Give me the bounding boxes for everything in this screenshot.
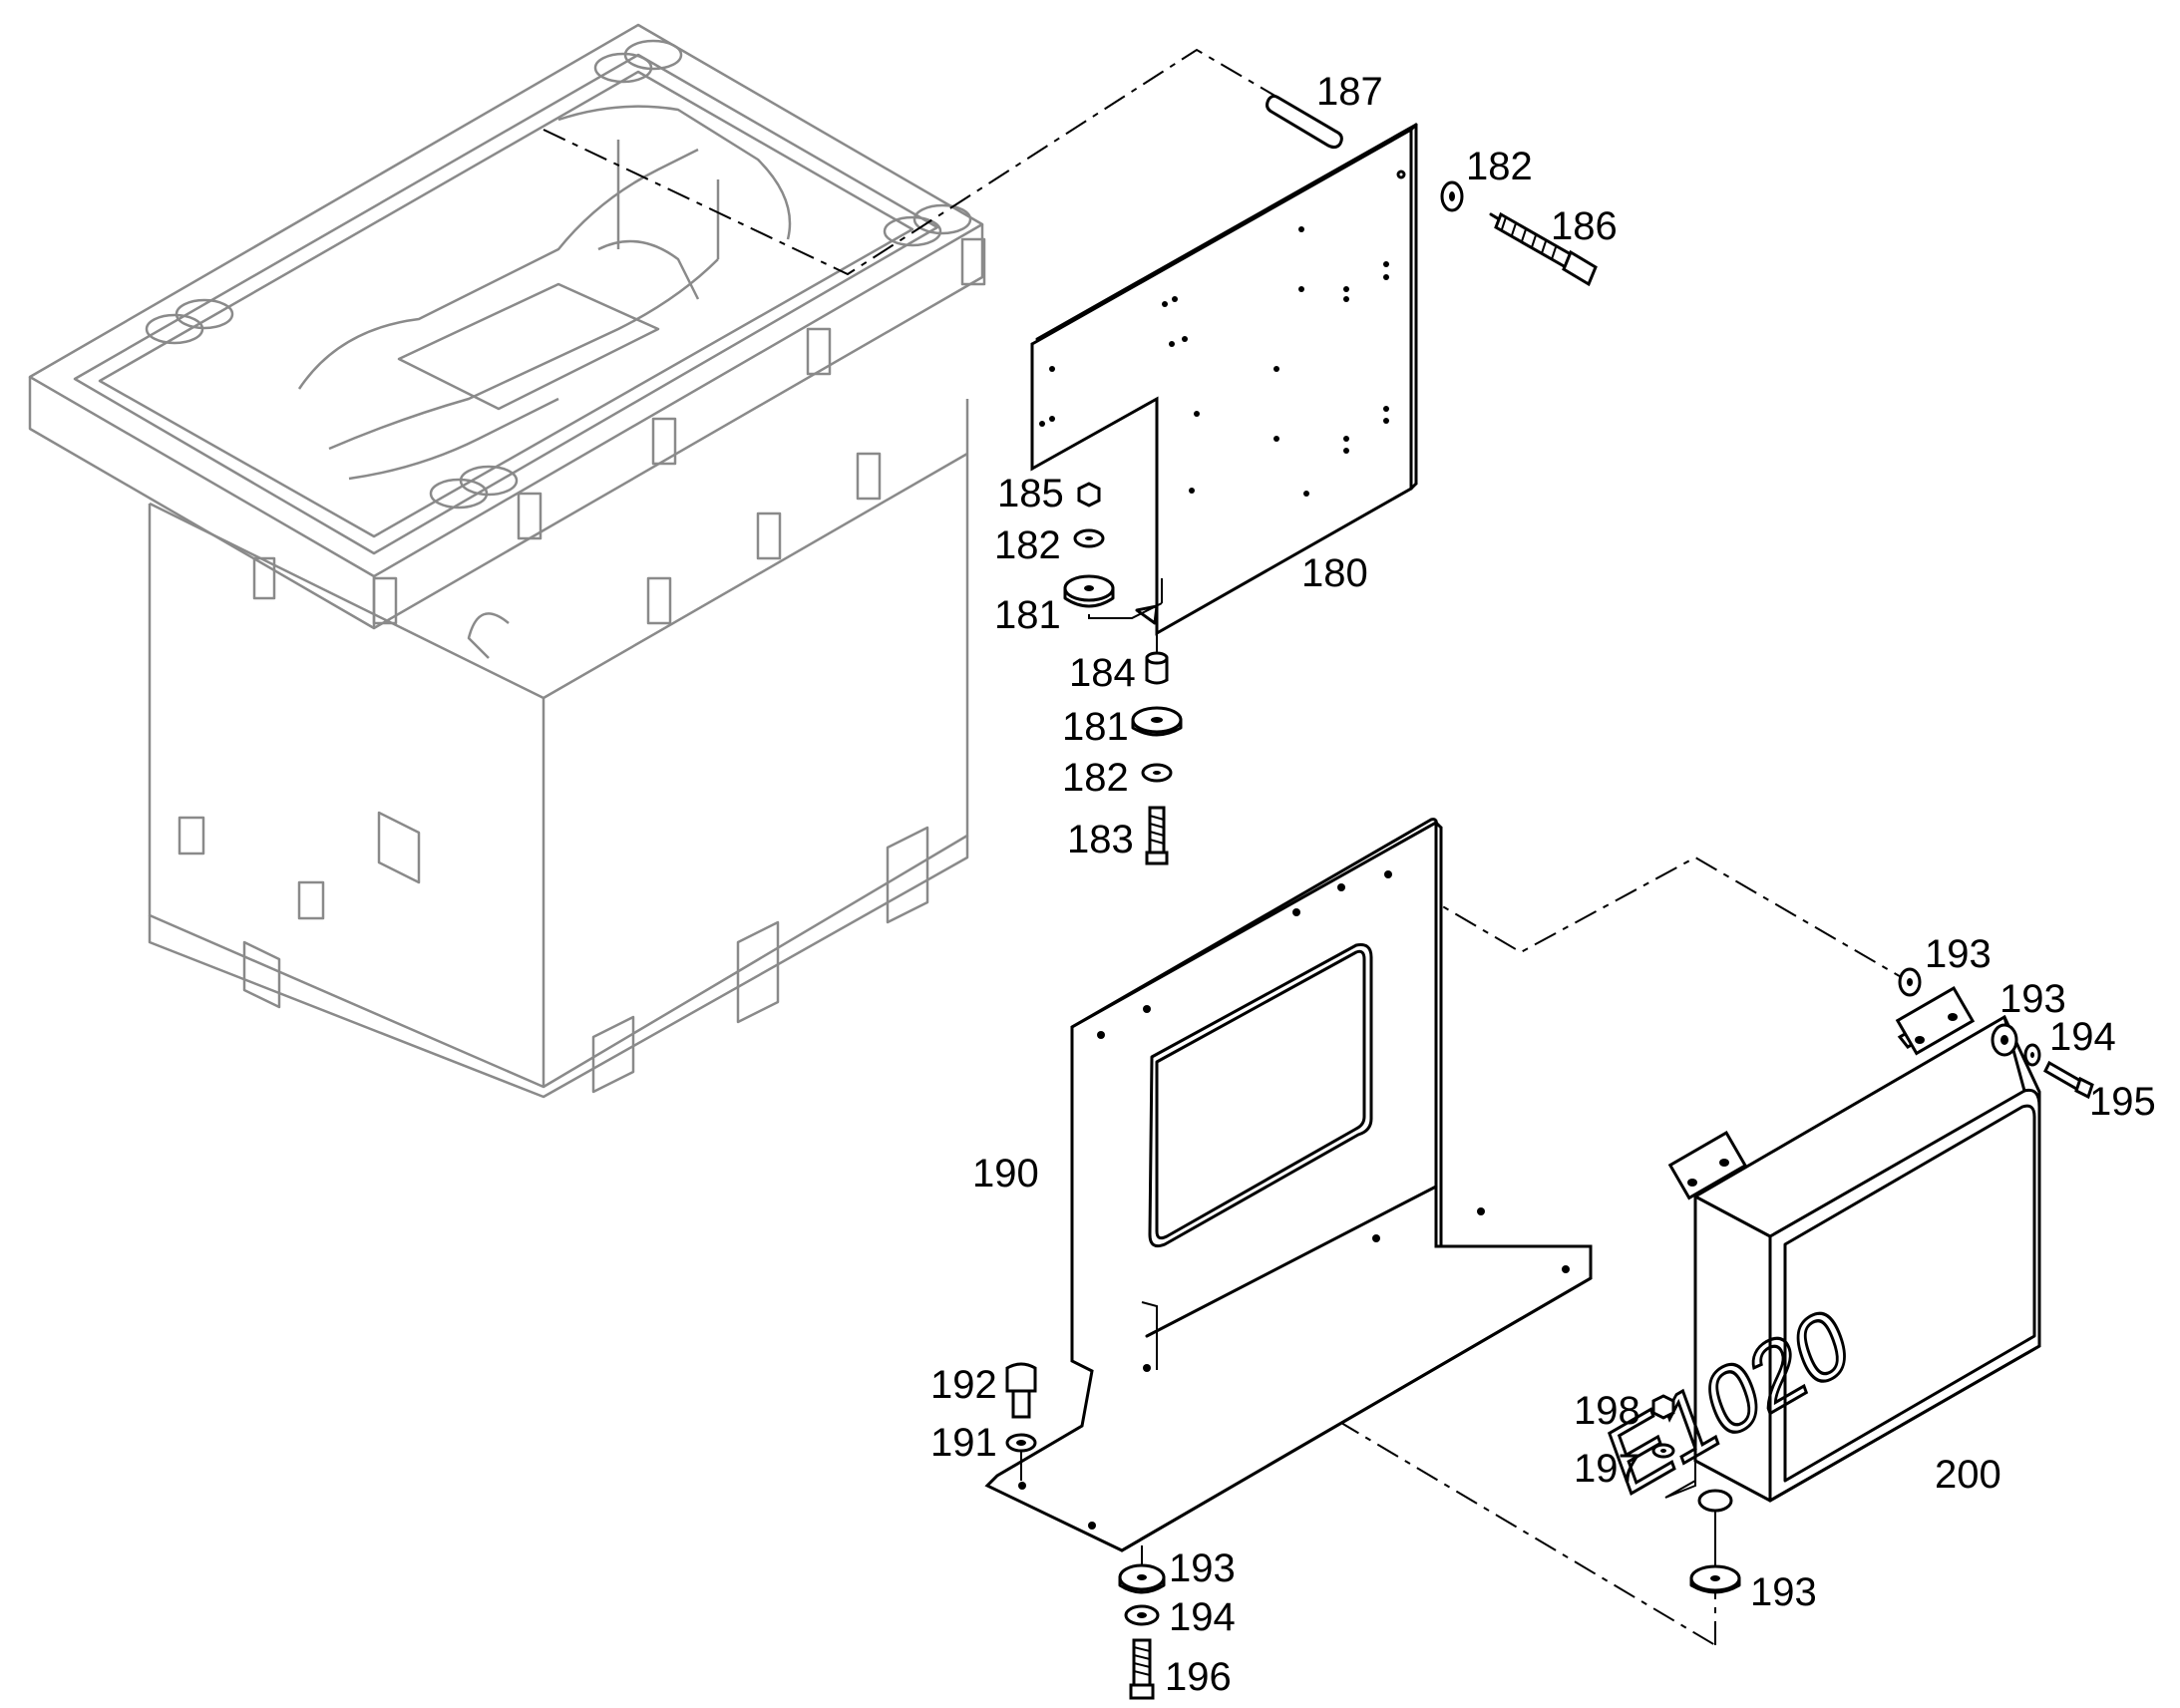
callout-194-bottom: 194 xyxy=(1169,1595,1236,1639)
callout-labels: 187 182 186 185 182 180 181 184 181 182 … xyxy=(930,70,2156,1699)
callout-185: 185 xyxy=(997,472,1064,515)
callout-180: 180 xyxy=(1301,551,1368,595)
mounting-plate-180 xyxy=(1030,123,1418,636)
washer-182-top xyxy=(1440,180,1464,212)
callout-181-lower: 181 xyxy=(1062,705,1129,749)
callout-198: 198 xyxy=(1574,1389,1640,1433)
callout-193-mid: 193 xyxy=(1999,977,2066,1021)
fastener-stack-196 xyxy=(1118,1545,1166,1700)
callout-184: 184 xyxy=(1069,651,1136,695)
fasteners-200 xyxy=(1651,967,2094,1594)
callout-192: 192 xyxy=(930,1363,997,1407)
bracket-190 xyxy=(984,818,1593,1552)
callout-191: 191 xyxy=(930,1421,997,1465)
callout-186: 186 xyxy=(1551,204,1618,248)
callout-197: 197 xyxy=(1574,1447,1640,1491)
callout-181-upper: 181 xyxy=(994,593,1061,637)
machine-housing xyxy=(28,23,986,1099)
bolt-186 xyxy=(1489,211,1598,287)
callout-190: 190 xyxy=(972,1152,1039,1196)
callout-193-upper: 193 xyxy=(1925,932,1992,976)
callout-194-upper: 194 xyxy=(2049,1015,2116,1059)
callout-183: 183 xyxy=(1067,818,1134,861)
callout-182-upper: 182 xyxy=(994,523,1061,567)
callout-182-lower: 182 xyxy=(1062,756,1129,800)
callout-193-bottom-right: 193 xyxy=(1750,1570,1817,1614)
fastener-192-191 xyxy=(1005,1362,1037,1481)
callout-182-top: 182 xyxy=(1466,145,1533,188)
control-box-200: E1020 xyxy=(1595,985,2041,1518)
callout-200: 200 xyxy=(1935,1453,2001,1497)
callout-187: 187 xyxy=(1316,70,1383,114)
pin-187 xyxy=(1266,94,1343,150)
fastener-stack-180 xyxy=(1063,482,1183,865)
callout-196: 196 xyxy=(1165,1655,1232,1699)
callout-195: 195 xyxy=(2089,1080,2156,1124)
callout-193-bottom-left: 193 xyxy=(1169,1546,1236,1590)
